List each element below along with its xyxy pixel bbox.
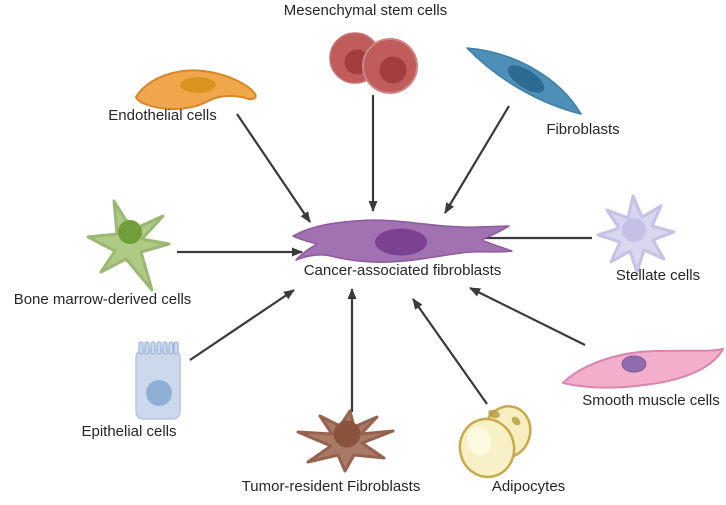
label-fibroblasts: Fibroblasts [546,121,620,138]
mesenchymal-stem-cells-illustration [329,32,418,94]
stellate-cell-illustration [596,194,676,274]
arrow-endothelial-to-caf [236,113,311,223]
label-endothelial-cells: Endothelial cells [108,107,217,124]
epithelial-cell-illustration [135,341,181,420]
label-cancer-associated-fibroblasts: Cancer-associated fibroblasts [303,262,502,279]
label-adipocytes: Adipocytes [491,478,566,495]
adipocyte-illustration [458,405,532,479]
label-tumor-resident-fibroblasts: Tumor-resident Fibroblasts [241,478,421,495]
arrow-fibroblast-to-caf [444,105,510,214]
label-stellate-cells: Stellate cells [615,267,701,284]
tumor-resident-fibroblast-illustration [296,409,395,473]
arrow-group [177,95,592,412]
label-mesenchymal-stem-cells: Mesenchymal stem cells [283,2,448,19]
label-epithelial-cells: Epithelial cells [81,423,177,440]
arrow-epithelial-to-caf [189,289,295,361]
cancer-associated-fibroblast-illustration [292,219,513,263]
fibroblast-illustration [466,47,582,115]
bone-marrow-derived-cell-illustration [86,199,171,292]
smooth-muscle-cell-illustration [562,348,724,389]
label-smooth-muscle-cells: Smooth muscle cells [582,392,720,409]
label-bone-marrow-derived-cells: Bone marrow-derived cells [13,291,192,308]
endothelial-cell-illustration [135,69,257,111]
arrow-smooth-muscle-to-caf [469,287,586,346]
arrow-adipocyte-to-caf [412,298,488,405]
